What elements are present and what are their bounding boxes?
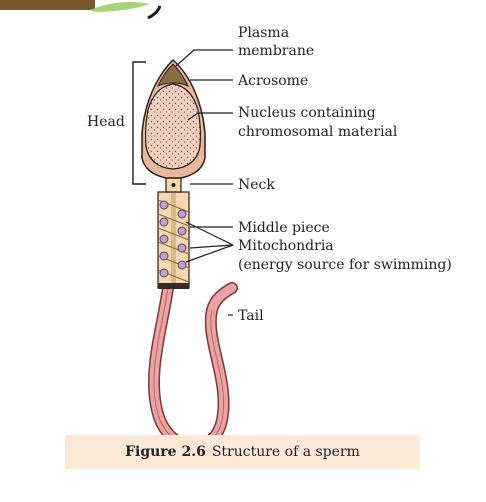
figure-title: Structure of a sperm: [211, 444, 360, 460]
mitochondria-label: Mitochondria: [238, 238, 334, 254]
mitochondria-label-line2: (energy source for swimming): [238, 257, 452, 273]
nucleus-label: Nucleus containing: [238, 105, 376, 121]
decorative-swoosh: [0, 0, 162, 20]
head-label: Head: [87, 114, 125, 130]
plasma-membrane-label-line2: membrane: [238, 43, 314, 59]
neck-label: Neck: [238, 177, 275, 193]
acrosome-label: Acrosome: [237, 73, 308, 89]
tail-label: Tail: [238, 308, 264, 324]
figure-caption: Figure 2.6 Structure of a sperm: [65, 435, 420, 469]
middle-piece: [157, 191, 190, 289]
neck: [165, 178, 182, 193]
head-bracket: [132, 61, 146, 185]
figure-number: Figure 2.6: [125, 444, 206, 460]
plasma-membrane-label: Plasma: [238, 25, 289, 41]
nucleus: [145, 83, 201, 170]
leader-lines: [175, 49, 234, 316]
acrosome: [156, 63, 190, 88]
nucleus-label-line2: chromosomal material: [238, 124, 398, 140]
middle-piece-label: Middle piece: [238, 220, 330, 236]
mitochondrion: [159, 200, 187, 278]
